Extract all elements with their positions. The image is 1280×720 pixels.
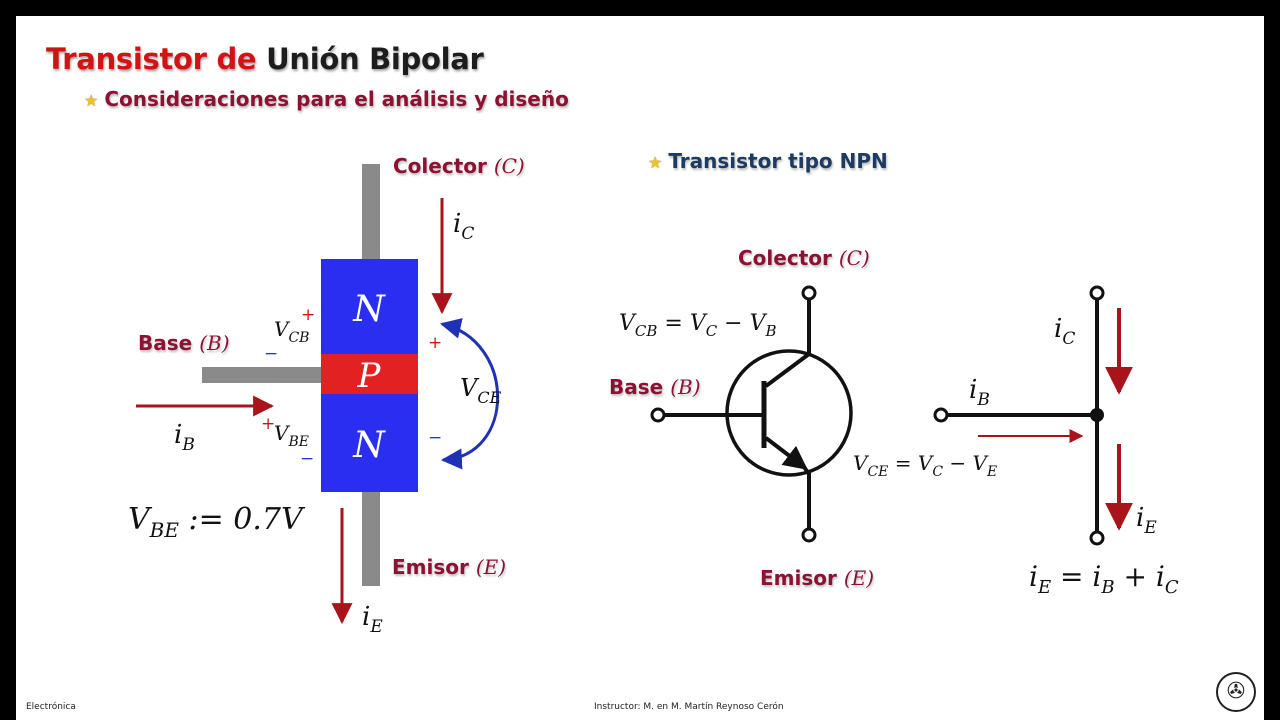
vcb-plus-sign: + bbox=[301, 305, 315, 325]
left-ic-label: iC bbox=[453, 209, 474, 244]
footer-course: Electrónica bbox=[26, 702, 76, 712]
n-layer-emitter bbox=[321, 394, 418, 492]
right-emitter-label: Emisor (E) bbox=[760, 566, 874, 590]
title-part-2: Unión Bipolar bbox=[266, 42, 484, 76]
collector-lead bbox=[362, 164, 380, 259]
vbe-plus-sign: + bbox=[261, 414, 275, 434]
junction-node bbox=[1090, 408, 1104, 422]
tri-blade-logo-icon: ✇ bbox=[1216, 672, 1256, 712]
bullet-considerations-text: Consideraciones para el análisis y diseñ… bbox=[104, 87, 569, 111]
vbe-minus-sign: − bbox=[300, 449, 314, 469]
left-emitter-symbol: (E) bbox=[475, 555, 507, 579]
bullet-considerations: ★ Consideraciones para el análisis y dise… bbox=[84, 87, 569, 111]
bullet-npn: ★ Transistor tipo NPN bbox=[648, 149, 888, 173]
left-emitter-label: Emisor (E) bbox=[392, 555, 506, 579]
star-icon: ★ bbox=[648, 153, 663, 172]
node-ic-label: iC bbox=[1054, 314, 1075, 349]
vcb-equation: VCB = VC − VB bbox=[619, 311, 777, 340]
right-collector-symbol: (C) bbox=[838, 246, 870, 270]
base-lead bbox=[202, 367, 324, 383]
left-ib-label: iB bbox=[174, 420, 195, 455]
node-bottom-terminal bbox=[1089, 530, 1105, 546]
layer-p: P bbox=[357, 356, 382, 396]
left-collector-symbol: (C) bbox=[493, 154, 525, 178]
slide-title: Transistor de Unión Bipolar bbox=[46, 42, 484, 76]
left-collector-text: Colector bbox=[393, 154, 487, 178]
title-part-1: Transistor de bbox=[46, 42, 257, 76]
footer-instructor: Instructor: M. en M. Martín Reynoso Ceró… bbox=[594, 702, 784, 712]
vce-plus-sign: + bbox=[428, 333, 442, 353]
left-vcb-label: VCB bbox=[274, 317, 309, 346]
right-emitter-symbol: (E) bbox=[843, 566, 875, 590]
collector-diagonal bbox=[764, 352, 811, 388]
collector-terminal bbox=[801, 285, 817, 301]
right-collector-label: Colector (C) bbox=[738, 246, 870, 270]
node-ie-label: iE bbox=[1136, 503, 1157, 538]
layer-n-top: N bbox=[352, 289, 386, 330]
emitter-joint bbox=[802, 465, 811, 476]
kcl-equation: iE = iB + iC bbox=[1029, 560, 1179, 598]
node-ib-label: iB bbox=[969, 375, 990, 410]
right-collector-text: Colector bbox=[738, 246, 832, 270]
left-base-symbol: (B) bbox=[199, 331, 230, 355]
left-base-label: Base (B) bbox=[138, 331, 230, 355]
bullet-npn-text: Transistor tipo NPN bbox=[668, 149, 888, 173]
left-base-text: Base bbox=[138, 331, 193, 355]
emitter-arrow bbox=[764, 436, 808, 470]
left-emitter-text: Emisor bbox=[392, 555, 469, 579]
node-top-terminal bbox=[1089, 285, 1105, 301]
bjt-diagram: N P N iC iB iE VCB VBE VCE + − + − + − V… bbox=[128, 164, 1179, 637]
vbe-equation: VBE := 0.7V bbox=[128, 502, 306, 542]
slide: Transistor de Unión Bipolar ★ Consideraci… bbox=[16, 16, 1264, 720]
right-base-symbol: (B) bbox=[670, 375, 701, 399]
right-base-text: Base bbox=[609, 375, 664, 399]
right-base-label: Base (B) bbox=[609, 375, 701, 399]
vcb-minus-sign: − bbox=[264, 344, 278, 364]
p-layer-base bbox=[321, 354, 418, 394]
left-vbe-label: VBE bbox=[274, 421, 309, 450]
left-collector-label: Colector (C) bbox=[393, 154, 525, 178]
vce-arc-arrow bbox=[439, 318, 499, 470]
left-vce-label: VCE bbox=[460, 374, 502, 407]
node-left-terminal bbox=[933, 407, 949, 423]
emitter-terminal bbox=[801, 527, 817, 543]
vce-equation: VCE = VC − VE bbox=[853, 451, 997, 480]
star-icon: ★ bbox=[84, 91, 99, 110]
vce-minus-sign: − bbox=[428, 428, 442, 448]
base-terminal bbox=[650, 407, 666, 423]
right-emitter-text: Emisor bbox=[760, 566, 837, 590]
n-layer-collector bbox=[321, 259, 418, 354]
left-ie-label: iE bbox=[362, 602, 383, 637]
layer-n-bottom: N bbox=[352, 425, 386, 466]
emitter-lead bbox=[362, 492, 380, 586]
